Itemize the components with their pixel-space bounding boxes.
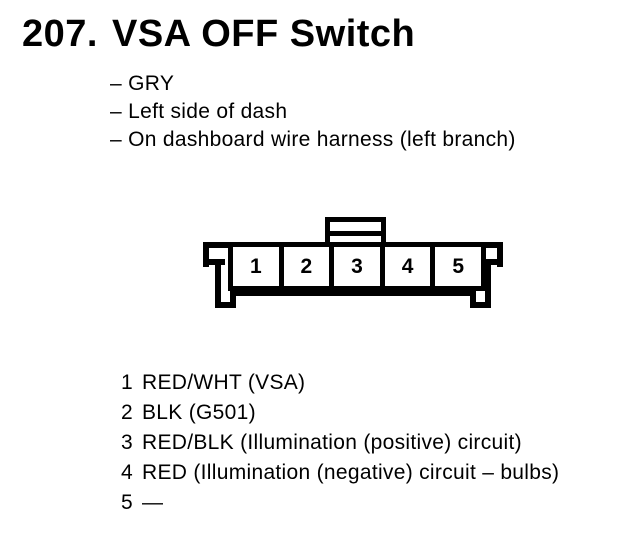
pin-number: 3 <box>121 431 133 454</box>
pin-number: 1 <box>121 371 133 394</box>
note-harness: – On dashboard wire harness (left branch… <box>110 128 516 151</box>
connector-outline-right-edge <box>497 242 503 267</box>
page-title: 207. VSA OFF Switch <box>22 12 415 56</box>
pin-row: 2 BLK (G501) <box>107 401 559 431</box>
connector-outline-left-step <box>203 259 225 265</box>
item-title: VSA OFF Switch <box>111 13 416 55</box>
pin-row: 4 RED (Illumination (negative) circuit –… <box>107 461 559 491</box>
connector-right-foot-outer <box>485 259 491 308</box>
cavity-5: 5 <box>430 242 486 291</box>
pin-wire-label: RED/WHT (VSA) <box>142 371 306 394</box>
pin-row: 5 — <box>107 491 559 521</box>
cavity-3: 3 <box>329 242 385 291</box>
connector-notes: – GRY – Left side of dash – On dashboard… <box>110 70 516 154</box>
latch-tab-ridge <box>330 231 381 236</box>
note-location: – Left side of dash <box>110 100 288 123</box>
pin-wire-label: RED (Illumination (negative) circuit – b… <box>142 461 560 484</box>
cavity-4: 4 <box>379 242 436 291</box>
connector-left-foot-outer <box>215 259 221 308</box>
connector-outline-bottom <box>230 290 476 296</box>
connector-right-foot-bottom <box>470 302 491 308</box>
item-number: 207. <box>22 13 98 55</box>
pin-wire-label: — <box>142 491 164 514</box>
pin-row: 1 RED/WHT (VSA) <box>107 371 559 401</box>
pin-list: 1 RED/WHT (VSA) 2 BLK (G501) 3 RED/BLK (… <box>107 371 559 521</box>
connector-left-foot-bottom <box>215 302 236 308</box>
pin-row: 3 RED/BLK (Illumination (positive) circu… <box>107 431 559 461</box>
pin-number: 5 <box>121 491 133 514</box>
cavity-row: 1 2 3 4 5 <box>228 242 486 291</box>
connector-outline-left-edge <box>203 242 209 267</box>
pin-wire-label: RED/BLK (Illumination (positive) circuit… <box>142 431 522 454</box>
cavity-1: 1 <box>228 242 284 291</box>
pin-wire-label: BLK (G501) <box>142 401 256 424</box>
connector-outline-right-step <box>481 259 503 265</box>
connector-right-foot-inner <box>470 290 476 308</box>
note-color: – GRY <box>110 72 175 95</box>
cavity-2: 2 <box>278 242 335 291</box>
pin-number: 4 <box>121 461 133 484</box>
connector-left-foot-inner <box>230 290 236 308</box>
pin-number: 2 <box>121 401 133 424</box>
